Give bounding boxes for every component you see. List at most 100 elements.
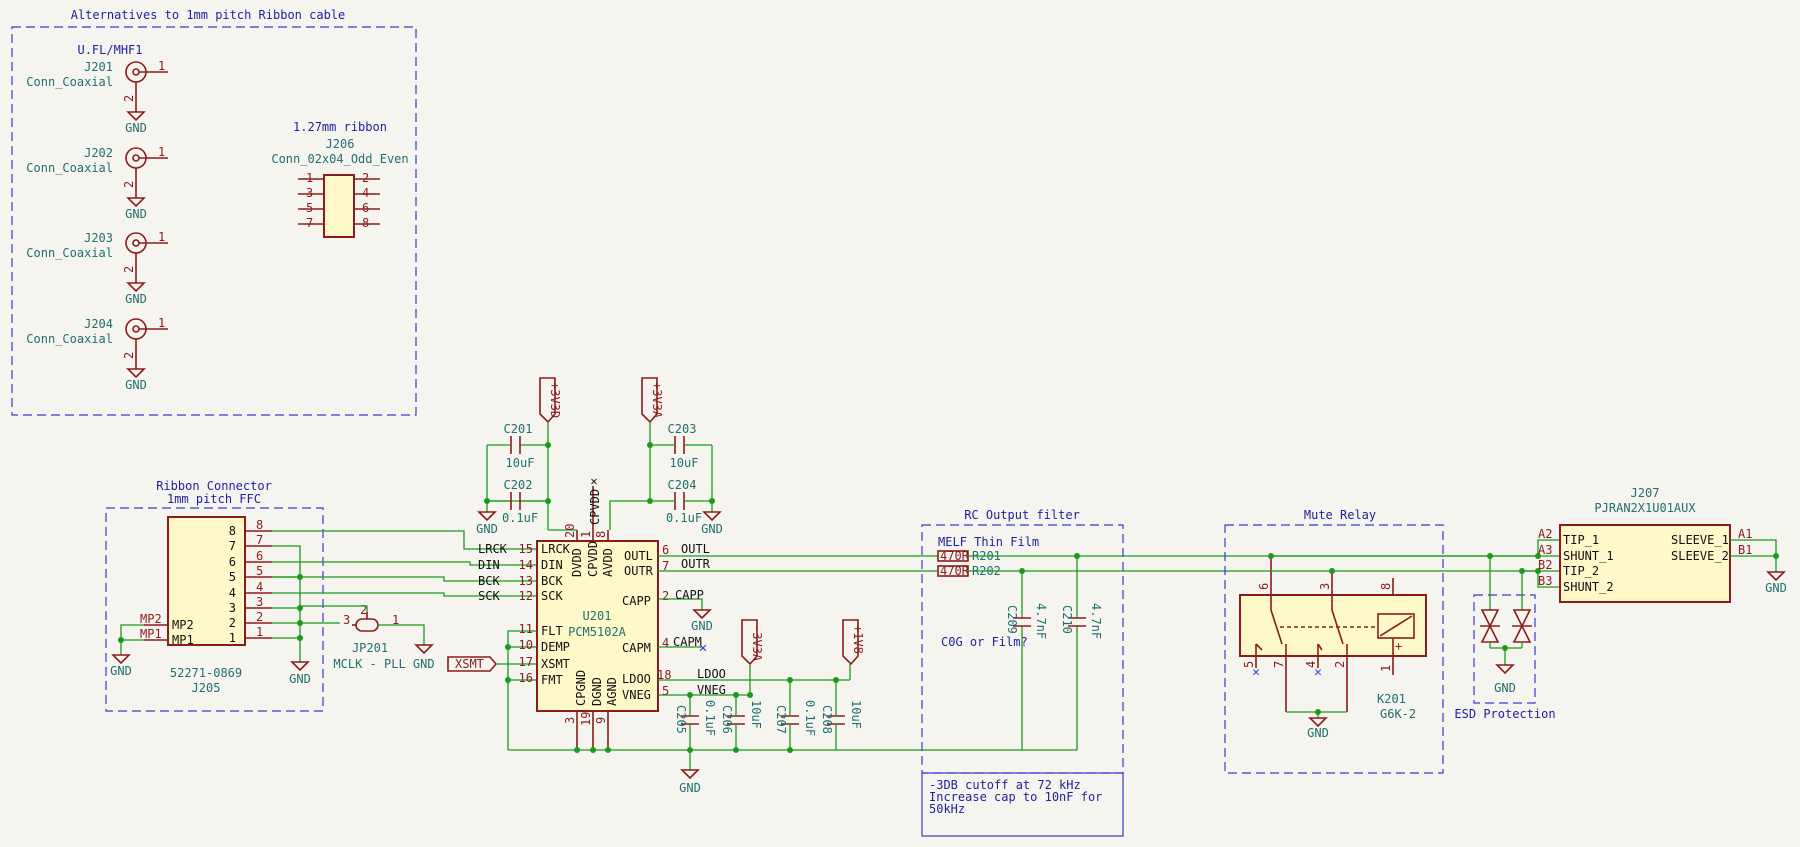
bck-wire [272, 576, 537, 582]
capacitor-c204[interactable]: C204 0.1uF [666, 478, 702, 525]
pin-name-flt: FLT [541, 624, 563, 638]
jumper-jp201[interactable]: 3 2 1 JP201 MCLK - PLL GND [333, 603, 434, 671]
coax-connector-j204[interactable]: J204 Conn_Coaxial 1 2 GND [26, 316, 168, 392]
c207-ref: C207 [774, 705, 788, 734]
power-flag-icon[interactable] [741, 619, 758, 666]
relay-k201[interactable]: 6 3 8 + 1 ✕ ✕ 5 7 4 2 K201 G6K [1239, 556, 1427, 721]
j207-ref: J207 [1631, 486, 1660, 500]
pin-name-ldoo: LDOO [622, 672, 651, 686]
ic-u201[interactable]: 20 1 8 CPVDD ✕ DVDD CPVDD AVDD LRCK DIN … [519, 474, 672, 750]
capacitor-c205[interactable]: C205 0.1uF [674, 700, 717, 736]
connector-j205[interactable]: 8 7 6 5 4 3 2 1 8 7 6 5 4 3 2 1 MP2 MP1 … [140, 516, 272, 695]
gnd-symbol-icon [1495, 664, 1515, 675]
no-connect-icon: ✕ [1252, 665, 1260, 680]
junction-dot [505, 644, 511, 650]
power-decoupling-left: +3V3D C201 10uF C202 0.1uF GND [476, 377, 562, 536]
ufl-label: U.FL/MHF1 [77, 43, 142, 57]
c201-ref: C201 [504, 422, 533, 436]
pin-number: 10 [519, 638, 533, 652]
xsmt-label-text: XSMT [455, 657, 484, 671]
jack-connector-j207[interactable]: J207 PJRAN2X1U01AUX TIP_1 SHUNT_1 TIP_2 … [1538, 486, 1752, 603]
u201-body [536, 540, 659, 712]
pin-number: 3 [256, 595, 263, 609]
pin-number: 7 [662, 559, 669, 573]
capacitor-c201[interactable]: C201 10uF [504, 422, 535, 470]
pin-number: 2 [122, 181, 136, 188]
c207-value: 0.1uF [803, 700, 817, 736]
pin-number: 2 [362, 171, 369, 185]
gnd-label: GND [110, 664, 132, 678]
pin-number: 3 [229, 601, 236, 615]
relay-coil-diagonal [1379, 615, 1413, 637]
pin-number: 8 [594, 531, 608, 538]
coil-plus: + [1395, 639, 1402, 653]
capacitor-c207[interactable]: C207 0.1uF [774, 700, 817, 736]
mute-relay-box [1224, 524, 1444, 774]
junction-dot [709, 498, 715, 504]
net-vneg: VNEG [697, 683, 726, 697]
coax-connector-j201[interactable]: J201 Conn_Coaxial 1 2 GND [26, 59, 168, 135]
p3v3a-label: +3V3A [650, 382, 664, 419]
pin-name-agnd: AGND [605, 677, 619, 706]
net-capm: CAPM [673, 635, 702, 649]
ldo-vneg-network: LDOO VNEG -3V3A +1V8 C205 0.1uF C206 [658, 619, 865, 750]
net-din: DIN [478, 558, 500, 572]
junction-dot [118, 637, 124, 643]
power-flag-icon[interactable] [539, 377, 556, 424]
capacitor-c203[interactable]: C203 10uF [668, 422, 699, 470]
j202-ref: J202 [84, 146, 113, 160]
j205-value: 52271-0869 [170, 666, 242, 680]
j202-value: Conn_Coaxial [26, 161, 113, 175]
rc-output-filter-group: RC Output filter MELF Thin Film C0G or F… [921, 508, 1270, 837]
pin-number: 18 [657, 668, 671, 682]
xsmt-global-label[interactable] [447, 656, 498, 672]
c208-value: 10uF [849, 700, 863, 729]
pin-number: 17 [519, 655, 533, 669]
junction-dot [505, 677, 511, 683]
capacitor-c209[interactable]: C209 4.7nF [1005, 603, 1048, 639]
gnd-symbol-icon [126, 282, 146, 293]
coax-connector-j203[interactable]: J203 Conn_Coaxial 1 2 GND [26, 230, 168, 306]
tvs-diode-2[interactable] [1512, 571, 1532, 648]
diode-triangle-icon [1480, 609, 1500, 628]
p1v8-label: +1V8 [851, 625, 865, 654]
capacitor-c202[interactable]: C202 0.1uF [502, 478, 538, 525]
ffc-label: 1mm pitch FFC [167, 492, 261, 506]
power-flag-icon[interactable] [842, 619, 859, 666]
gnd-label: GND [1765, 581, 1787, 595]
rc-filter-title: RC Output filter [964, 508, 1080, 522]
j207-value: PJRAN2X1U01AUX [1594, 501, 1696, 515]
tvs-diode-1[interactable] [1480, 556, 1500, 648]
no-connect-icon: ✕ [590, 474, 597, 488]
pin-number: 9 [594, 717, 608, 724]
mp1-pin-label: MP1 [140, 627, 162, 641]
j206-ref: J206 [326, 137, 355, 151]
capacitor-c208[interactable]: C208 10uF [820, 700, 863, 734]
j205-body [167, 516, 246, 646]
pin-number: 5 [229, 570, 236, 584]
ribbon-connector-j206[interactable]: 1.27mm ribbon J206 Conn_02x04_Odd_Even 1… [271, 120, 409, 238]
contact-stub [1255, 643, 1263, 651]
pin-number: 20 [563, 524, 577, 538]
pin-number: 1 [579, 531, 593, 538]
capacitor-c206[interactable]: C206 10uF [720, 700, 763, 734]
pin-number: 4 [362, 186, 369, 200]
r201-value: 470R [940, 549, 970, 563]
pin-number: 6 [662, 543, 669, 557]
pin-number: 5 [256, 564, 263, 578]
gnd-label: GND [125, 121, 147, 135]
power-flag-icon[interactable] [641, 377, 658, 424]
capacitor-c210[interactable]: C210 4.7nF [1060, 603, 1103, 639]
j203-value: Conn_Coaxial [26, 246, 113, 260]
pin-name-dvdd: DVDD [570, 548, 584, 577]
pin-name-avdd: AVDD [601, 548, 615, 577]
diode-triangle-icon [1512, 624, 1532, 643]
ribbon127-label: 1.27mm ribbon [293, 120, 387, 134]
c204-ref: C204 [668, 478, 697, 492]
junction-dot [545, 498, 551, 504]
cutoff-note-box [921, 772, 1124, 837]
gnd-label: GND [476, 522, 498, 536]
coax-connector-j202[interactable]: J202 Conn_Coaxial 1 2 GND [26, 145, 168, 221]
pin-name-dgnd: DGND [590, 677, 604, 706]
pin-name-sleeve2: SLEEVE_2 [1671, 549, 1729, 563]
